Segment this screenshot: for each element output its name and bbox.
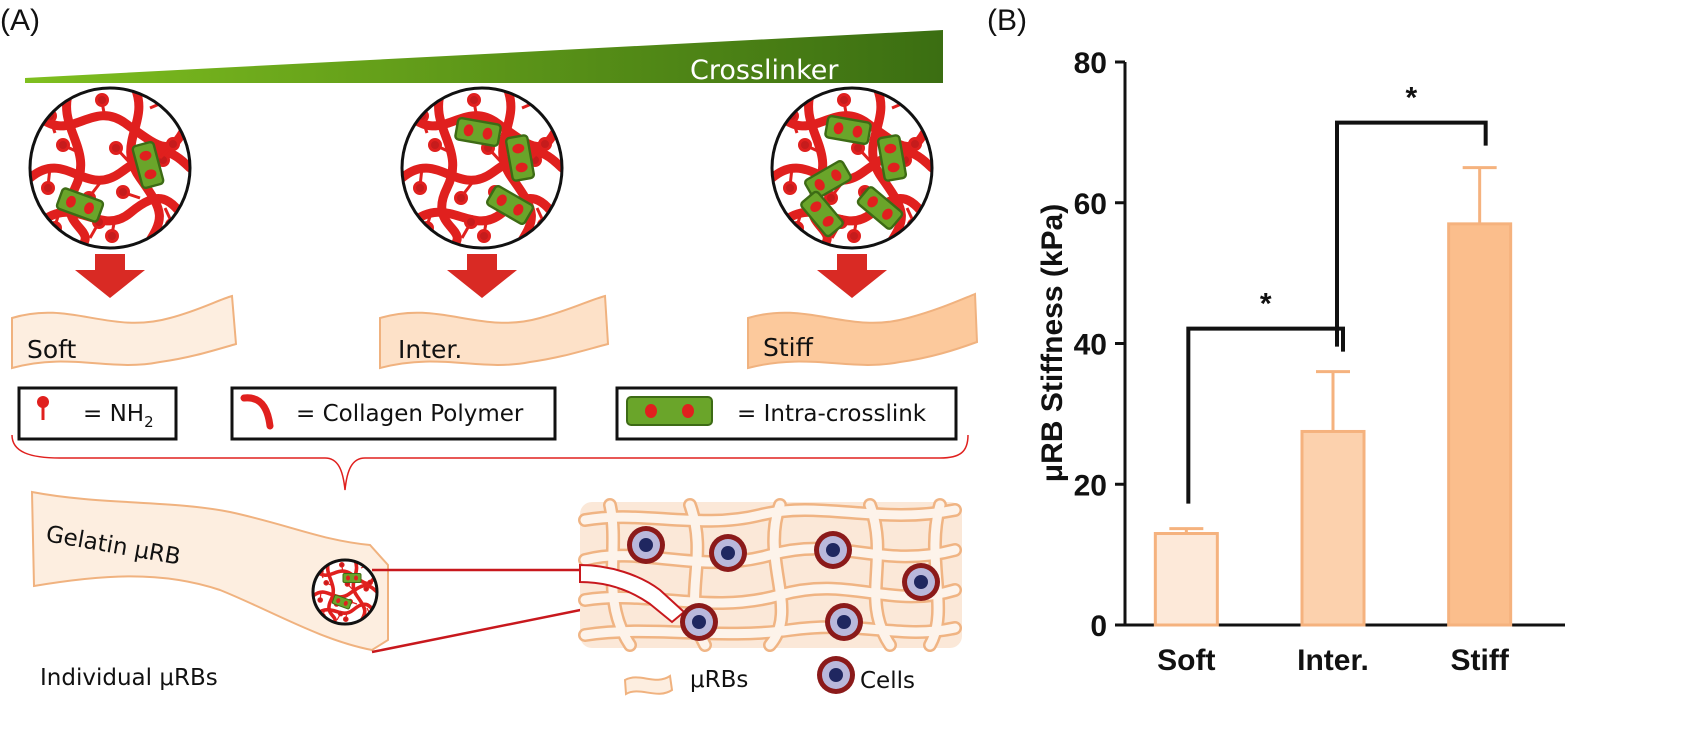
arrow-down-icon — [817, 254, 887, 298]
network-circle-inter — [400, 86, 564, 250]
stiffness-chart: 0 20 40 60 80 μRB Stiffness (kPa) Soft Inter. St… — [1036, 47, 1565, 677]
cell-icon — [902, 563, 940, 601]
collagen-polymer-icon — [240, 394, 274, 430]
significance-star: * — [1260, 288, 1272, 321]
crosslinker-gradient-wedge — [25, 30, 943, 83]
ribbon-inter-label: Inter. — [398, 335, 462, 364]
nh2-icon — [37, 396, 49, 408]
cell-icon — [680, 603, 718, 641]
bar-stiff — [1447, 222, 1513, 627]
panel-a-label: (A) — [0, 4, 40, 37]
y-axis-label: μRB Stiffness (kPa) — [1036, 204, 1069, 482]
x-tick-label: Soft — [1157, 644, 1215, 677]
cell-icon — [627, 526, 665, 564]
bar-soft — [1153, 532, 1219, 627]
curly-bracket — [11, 434, 969, 491]
significance-bracket — [1335, 120, 1488, 347]
ribbon-stiff-label: Stiff — [763, 333, 814, 362]
ribbon-soft-label: Soft — [27, 335, 77, 364]
significance-star: * — [1405, 82, 1417, 115]
bar-inter — [1300, 429, 1366, 627]
cell-icon — [825, 603, 863, 641]
murbs-legend-label: μRBs — [690, 667, 748, 693]
y-tick-label: 40 — [1074, 329, 1107, 362]
arrow-down-icon — [447, 254, 517, 298]
network-circle-stiff — [770, 86, 934, 250]
gelatin-microribbon — [30, 490, 389, 652]
crosslinker-label: Crosslinker — [690, 55, 839, 86]
legend-nh2-label: = NH2 — [83, 401, 154, 431]
ribbon-soft — [11, 294, 238, 370]
legend-crosslink-label: = Intra-crosslink — [737, 401, 927, 427]
legend-crosslink: = Intra-crosslink — [615, 386, 958, 441]
individual-murbs-label: Individual μRBs — [40, 665, 218, 691]
cells-legend-label: Cells — [860, 668, 915, 694]
murb-cell-mesh — [578, 498, 962, 652]
y-tick-label: 60 — [1074, 188, 1107, 221]
y-tick-label: 80 — [1074, 47, 1107, 80]
intra-crosslink-icon — [626, 396, 713, 426]
network-circle-soft — [28, 86, 192, 250]
panel-b-label: (B) — [987, 4, 1027, 37]
zoom-circle — [311, 558, 379, 626]
legend-nh2: = NH2 — [17, 386, 178, 441]
ribbon-inter — [379, 294, 610, 370]
y-tick-label: 20 — [1074, 469, 1107, 502]
murb-legend-icon — [623, 674, 674, 696]
cell-icon — [814, 531, 852, 569]
arrow-down-icon — [75, 254, 145, 298]
legend-collagen: = Collagen Polymer — [230, 386, 557, 441]
y-tick-label: 0 — [1090, 610, 1107, 643]
x-tick-label: Inter. — [1297, 644, 1369, 677]
x-tick-label: Stiff — [1451, 644, 1510, 677]
cell-legend-icon — [817, 656, 855, 694]
cell-icon — [709, 534, 747, 572]
legend-collagen-label: = Collagen Polymer — [296, 401, 524, 427]
ribbon-stiff — [747, 292, 979, 370]
significance-bracket — [1186, 326, 1345, 504]
